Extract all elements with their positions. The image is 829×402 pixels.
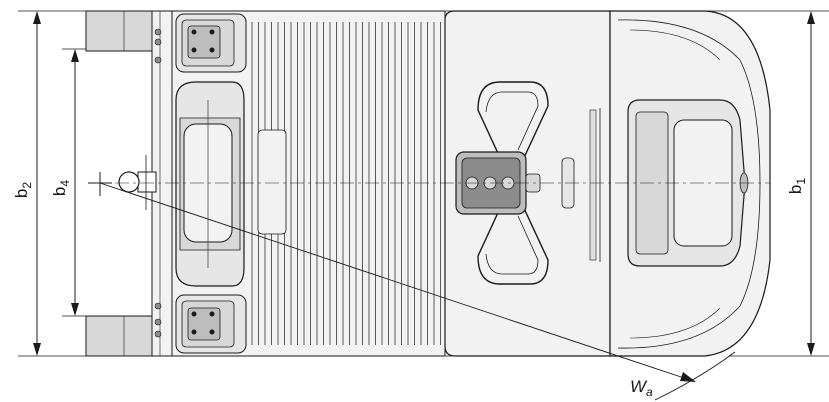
wa-radius-line (99, 182, 736, 401)
chassis (171, 10, 446, 357)
b2-dimension-line (33, 11, 41, 356)
b1-dimension-line (807, 11, 815, 356)
platform-ribs (251, 22, 441, 345)
tow-hook (118, 155, 157, 210)
platform-plate (257, 129, 287, 235)
drive-unit (609, 10, 771, 357)
wa-label: Wa (630, 377, 653, 399)
b4-label: b4 (50, 180, 72, 196)
b4-dimension-line (71, 49, 79, 316)
b1-label: b1 (786, 178, 808, 194)
fork-bottom (85, 315, 157, 357)
turning-center-marker (88, 172, 112, 196)
b2-label: b2 (12, 182, 34, 198)
fork-top (85, 10, 157, 52)
